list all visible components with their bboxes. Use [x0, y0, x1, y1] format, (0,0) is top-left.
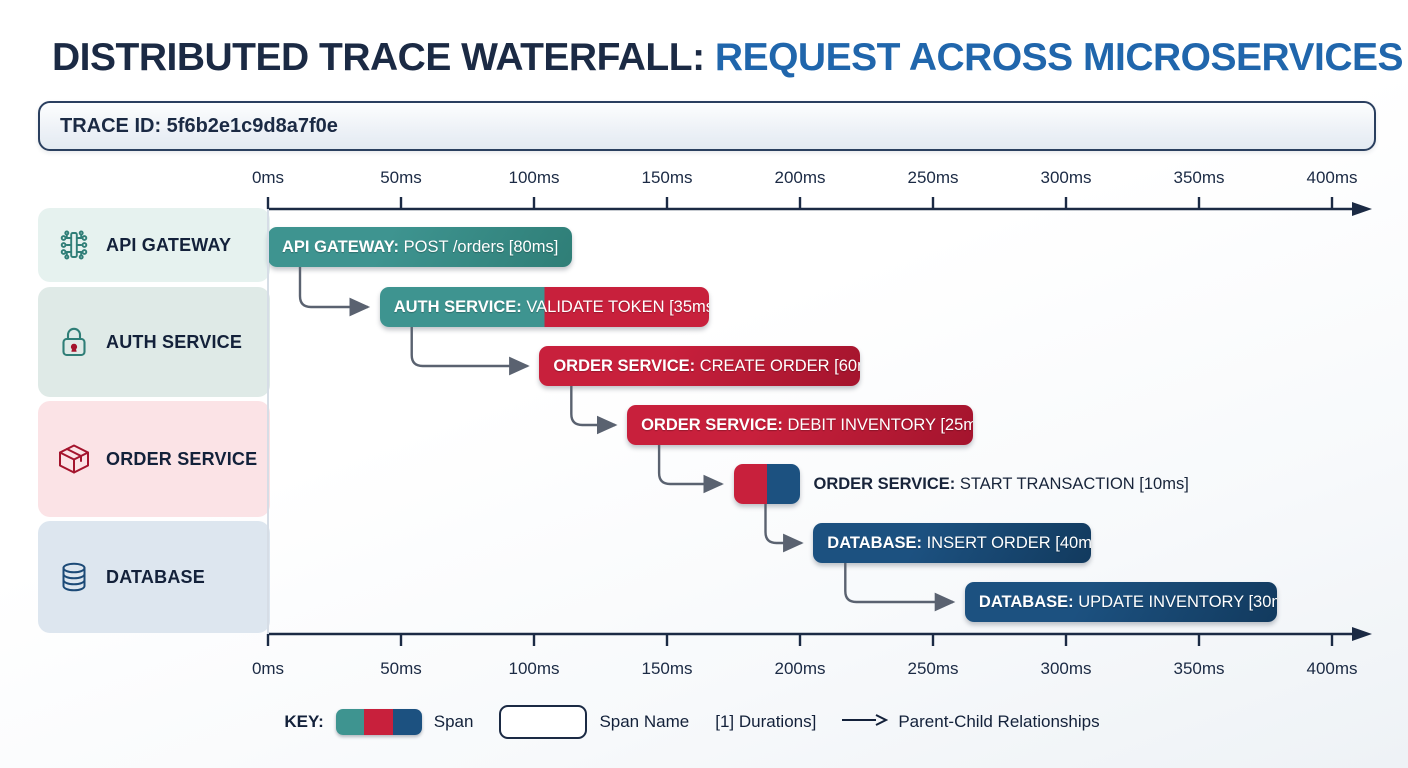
service-lane-label: ORDER SERVICE: [106, 448, 258, 469]
trace-id-bar[interactable]: TRACE ID: 5f6b2e1c9d8a7f0e: [38, 101, 1376, 151]
axis-tick-label-top: 400ms: [1306, 168, 1358, 187]
service-lane-label: DATABASE: [106, 566, 205, 587]
axis-tick-label-bottom: 150ms: [641, 659, 693, 678]
service-lane-database[interactable]: DATABASE: [38, 521, 270, 633]
span-bar[interactable]: ORDER SERVICE: DEBIT INVENTORY [25ms]: [627, 405, 974, 445]
axis-tick-label-top: 0ms: [251, 168, 285, 187]
database-icon: [54, 557, 94, 597]
parent-child-connector: [844, 563, 956, 612]
page-title: DISTRIBUTED TRACE WATERFALL: REQUEST ACR…: [52, 36, 1404, 80]
service-lane-label: API GATEWAY: [106, 234, 232, 255]
axis-tick-label-bottom: 300ms: [1040, 659, 1092, 678]
axis-tick-label-bottom: 200ms: [774, 659, 826, 678]
axis-tick-label-top: 350ms: [1173, 168, 1225, 187]
circuit-chip-icon: [54, 225, 94, 265]
span-bar-label: API GATEWAY: POST /orders [80ms]: [282, 237, 559, 256]
legend-span-name-swatch: [499, 705, 588, 739]
title-part-accent: REQUEST ACROSS MICROSERVICES: [714, 36, 1404, 79]
span-bar[interactable]: AUTH SERVICE: VALIDATE TOKEN [35ms]: [379, 287, 709, 327]
axis-tick-label-bottom: 0ms: [251, 659, 285, 678]
title-part-primary: DISTRIBUTED TRACE WATERFALL:: [52, 36, 705, 79]
service-lane-order-service[interactable]: ORDER SERVICE: [38, 401, 270, 517]
axis-tick-label-top: 200ms: [774, 168, 826, 187]
axis-arrowhead-top: [1352, 202, 1372, 216]
span-bar[interactable]: [733, 464, 800, 504]
parent-child-connector: [298, 267, 371, 317]
service-lane-api-gateway[interactable]: API GATEWAY: [38, 208, 270, 282]
parent-child-connector: [570, 386, 618, 435]
axis-arrowhead-bottom: [1352, 627, 1372, 641]
axis-tick-label-top: 50ms: [380, 168, 422, 187]
span-bar[interactable]: DATABASE: UPDATE INVENTORY [30ms]: [964, 582, 1278, 622]
axis-tick-label-top: 300ms: [1040, 168, 1092, 187]
legend-relationships-label: Parent-Child Relationships: [898, 712, 1100, 731]
span-bar-label: DATABASE: UPDATE INVENTORY [30ms]: [978, 592, 1278, 611]
legend-span-label: Span: [433, 712, 474, 731]
legend-key-label: KEY:: [284, 712, 324, 731]
span-bar-label: ORDER SERVICE: DEBIT INVENTORY [25ms]: [641, 415, 974, 434]
service-lane-label: AUTH SERVICE: [106, 331, 243, 352]
legend-span-name-label: Span Name: [599, 712, 690, 731]
lock-icon: [54, 322, 94, 362]
legend-span-swatch: [335, 709, 422, 735]
axis-tick-label-top: 150ms: [641, 168, 693, 187]
parent-child-connector: [657, 445, 724, 494]
legend: KEY: Span Span Name [1] Durations] Paren…: [0, 700, 1408, 744]
axis-tick-label-bottom: 350ms: [1173, 659, 1225, 678]
axis-tick-label-top: 100ms: [508, 168, 560, 187]
axis-tick-label-bottom: 250ms: [907, 659, 959, 678]
span-bar-label: AUTH SERVICE: VALIDATE TOKEN [35ms]: [393, 297, 709, 316]
axis-tick-label-bottom: 400ms: [1306, 659, 1358, 678]
legend-arrow-icon: [840, 712, 889, 732]
package-box-icon: [54, 439, 94, 479]
legend-durations-label: [1] Durations]: [715, 712, 817, 731]
parent-child-connector: [410, 327, 530, 376]
axis-tick-label-bottom: 100ms: [508, 659, 560, 678]
span-bar-label: DATABASE: INSERT ORDER [40ms]: [827, 533, 1092, 552]
span-bar[interactable]: ORDER SERVICE: CREATE ORDER [60ms]: [539, 346, 860, 386]
span-bar-label: ORDER SERVICE: CREATE ORDER [60ms]: [553, 356, 860, 375]
parent-child-connector: [764, 504, 804, 553]
axis-tick-label-bottom: 50ms: [380, 659, 422, 678]
span-bar[interactable]: API GATEWAY: POST /orders [80ms]: [268, 227, 572, 267]
axis-tick-label-top: 250ms: [907, 168, 959, 187]
span-bar[interactable]: DATABASE: INSERT ORDER [40ms]: [813, 523, 1092, 563]
service-lane-auth-service[interactable]: AUTH SERVICE: [38, 287, 270, 397]
trace-id-label: TRACE ID: 5f6b2e1c9d8a7f0e: [60, 114, 338, 137]
span-external-label: ORDER SERVICE: START TRANSACTION [10ms]: [813, 475, 1189, 493]
